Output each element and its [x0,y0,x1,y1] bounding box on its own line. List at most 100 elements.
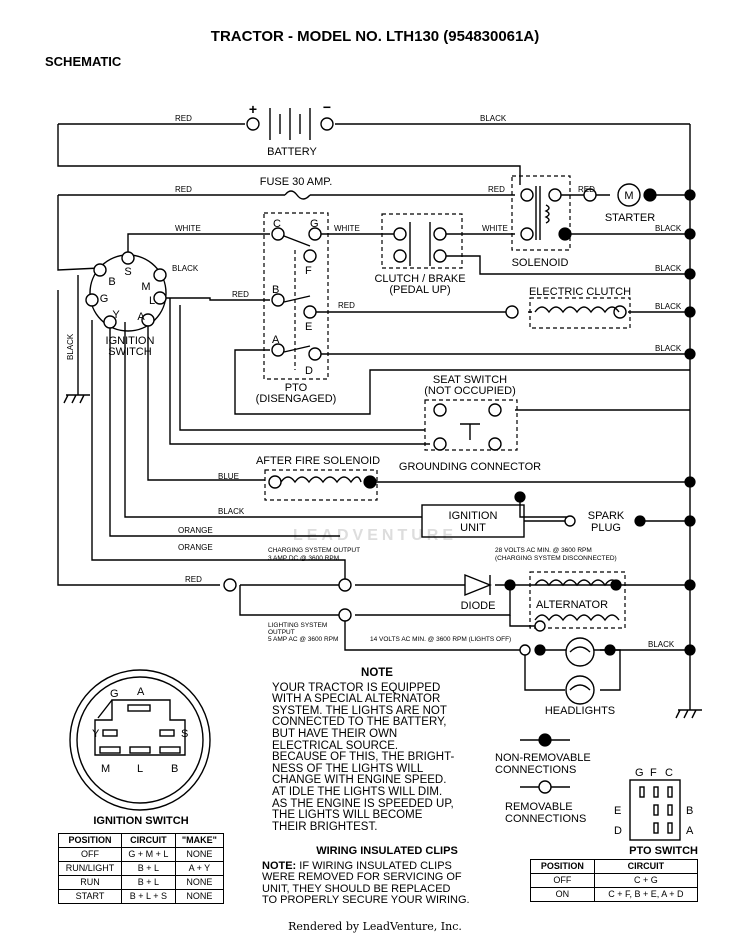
ignition-switch: S M L A Y G B IGNITION SWITCH [85,251,167,358]
ignition-unit-sub: UNIT [460,522,486,534]
after-fire-label: AFTER FIRE SOLENOID [256,455,380,467]
pto-a: A [272,334,280,346]
table-cell: A + Y [174,861,225,876]
svg-text:BLACK: BLACK [66,333,75,360]
svg-text:BLACK: BLACK [655,264,682,273]
svg-text:WHITE: WHITE [334,224,360,233]
table-cell: B + L [121,875,176,890]
face-b: B [171,763,178,775]
fuse: FUSE 30 AMP. [260,176,333,200]
lighting-output-3: 5 AMP AC @ 3600 RPM [268,636,338,643]
spark-plug-sub: PLUG [591,522,621,534]
alternator-label: ALTERNATOR [536,599,608,611]
spark-plug-label: SPARK [588,510,625,522]
face-y: Y [92,728,100,740]
charging-output-amp: 3 AMP DC @ 3600 RPM [268,555,339,562]
headlights-label: HEADLIGHTS [545,705,615,717]
pto-table-title: PTO SWITCH [629,845,698,857]
ignition-switch-sub: SWITCH [108,346,151,358]
svg-text:RED: RED [232,290,249,299]
svg-text:BLACK: BLACK [218,507,245,516]
ign-m: M [141,281,150,293]
table-cell: NONE [174,889,225,904]
svg-text:BLACK: BLACK [172,264,199,273]
watermark: LEADVENTURE [293,527,457,544]
charging-system: DIODE ALTERNATOR CHARGING SYSTEM OUTPUT … [223,547,626,643]
pto-face-e: E [614,805,621,817]
page-title: TRACTOR - MODEL NO. LTH130 (954830061A) [210,28,540,45]
bus-connections [684,228,696,591]
starter-motor-icon [617,183,641,207]
ground-icon [63,394,90,404]
pto-face-a: A [686,825,694,837]
solenoid: SOLENOID [511,175,572,269]
wires [57,123,691,710]
lights-off-volts: 14 VOLTS AC MIN. @ 3600 RPM (LIGHTS OFF) [370,636,511,643]
table-cell: RUN/LIGHT [57,861,123,876]
battery-minus-icon: − [323,99,331,115]
ignition-unit: IGNITION UNIT SPARK PLUG [421,491,646,538]
ign-y: Y [112,309,120,321]
table-cell: NONE [174,847,225,862]
svg-text:BLACK: BLACK [655,224,682,233]
table-cell: G + M + L [121,847,176,862]
table-cell: B + L [121,861,176,876]
face-a: A [137,686,145,698]
note-line: YOUR TRACTOR IS EQUIPPED [272,681,441,694]
pto-e: E [305,321,312,333]
pto-g: G [310,218,319,230]
note-line: NESS OF THE LIGHTS WILL [272,762,424,775]
pto-f: F [305,265,312,277]
ignition-switch-label: IGNITION [106,335,155,347]
fuse-label: FUSE 30 AMP. [260,176,333,188]
charging-output: CHARGING SYSTEM OUTPUT [268,547,360,554]
note-line: BECAUSE OF THIS, THE BRIGHT- [272,751,455,764]
battery: + − BATTERY [246,99,334,158]
legend-non-removable-2: CONNECTIONS [495,764,576,776]
pto-face-g: G [635,767,644,779]
clutch-brake-label: CLUTCH / BRAKE [374,273,465,285]
ign-s: S [124,266,131,278]
svg-text:WHITE: WHITE [482,224,508,233]
legend: NON-REMOVABLE CONNECTIONS REMOVABLE CONN… [495,733,591,825]
svg-text:RED: RED [578,185,595,194]
table-cell: RUN [57,875,123,890]
diode-label: DIODE [461,600,496,612]
table-cell: NONE [174,875,225,890]
pto-label: PTO [285,382,308,394]
svg-text:RED: RED [488,185,505,194]
svg-text:BLACK: BLACK [655,344,682,353]
starter-letter: M [624,190,633,202]
seat-switch-label: SEAT SWITCH [433,374,507,386]
solenoid-label: SOLENOID [512,257,569,269]
face-m: M [101,763,110,775]
ground-icon-right [675,709,702,719]
legend-removable-2: CONNECTIONS [505,813,586,825]
svg-text:BLUE: BLUE [218,472,239,481]
ign-a: A [137,311,145,323]
svg-text:BLACK: BLACK [480,114,507,123]
note-line: BUT HAVE THEIR OWN [272,727,398,740]
lighting-output-2: OUTPUT [268,629,295,636]
clips-line3: UNIT, THEY SHOULD BE REPLACED [262,882,451,895]
note-line: ELECTRICAL SOURCE. [272,739,399,752]
battery-label: BATTERY [267,146,317,158]
electric-clutch: ELECTRIC CLUTCH [505,286,631,329]
svg-text:RED: RED [185,575,202,584]
face-l: L [137,763,143,775]
clips-line4: TO PROPERLY SECURE YOUR WIRING. [262,894,470,906]
clips-line2: WERE REMOVED FOR SERVICING OF [262,871,462,883]
svg-text:RED: RED [175,114,192,123]
pto-switch-face: G F C E B D A [614,767,694,841]
table-cell: C + G [593,873,699,888]
table-cell: OFF [57,847,123,862]
note-line: SYSTEM. THE LIGHTS ARE NOT [272,704,447,717]
pto-face-c: C [665,767,673,779]
